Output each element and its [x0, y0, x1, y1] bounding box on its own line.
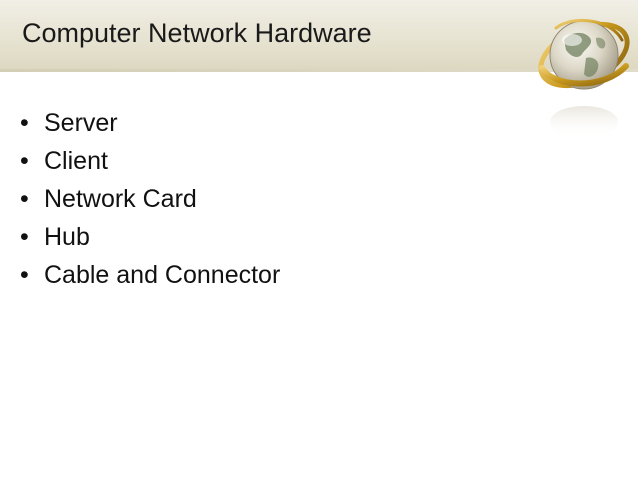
bullet-label: Hub [44, 223, 90, 251]
bullet-glyph: • [20, 223, 29, 251]
bullet-list: • Server • Client • Network Card • Hub •… [20, 109, 280, 299]
list-item: • Hub [20, 223, 280, 261]
list-item: • Server [20, 109, 280, 147]
bullet-glyph: • [20, 109, 29, 137]
bullet-label: Network Card [44, 185, 197, 213]
slide-title: Computer Network Hardware [22, 18, 372, 48]
bullet-glyph: • [20, 147, 29, 175]
title-band: Computer Network Hardware [0, 0, 638, 72]
globe-icon [534, 10, 634, 140]
bullet-label: Client [44, 147, 108, 175]
bullet-glyph: • [20, 261, 29, 289]
bullet-label: Server [44, 109, 118, 137]
list-item: • Cable and Connector [20, 261, 280, 299]
bullet-label: Cable and Connector [44, 261, 281, 289]
list-item: • Network Card [20, 185, 280, 223]
bullet-glyph: • [20, 185, 29, 213]
list-item: • Client [20, 147, 280, 185]
